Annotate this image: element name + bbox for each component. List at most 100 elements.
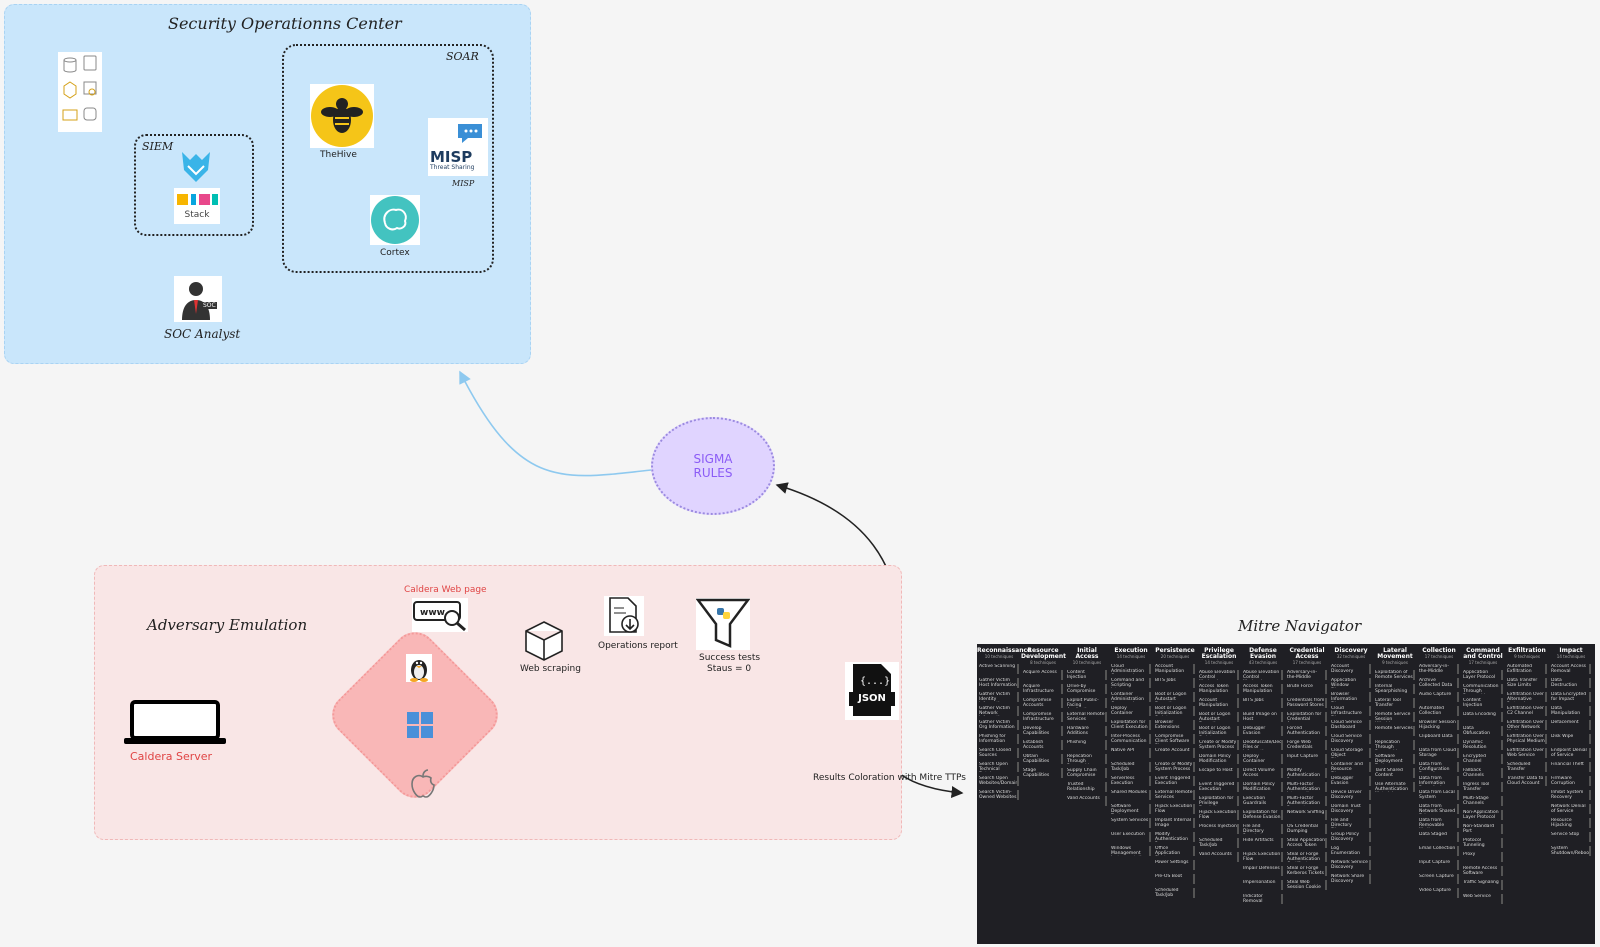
- mitre-technique-cell[interactable]: Obtain Capabilities: [1023, 754, 1063, 764]
- mitre-technique-cell[interactable]: Scheduled Task/Job: [1199, 838, 1239, 848]
- mitre-technique-cell[interactable]: Native API: [1111, 748, 1151, 758]
- mitre-technique-cell[interactable]: Valid Accounts: [1067, 796, 1107, 806]
- mitre-technique-cell[interactable]: BITS Jobs: [1243, 698, 1283, 708]
- mitre-technique-cell[interactable]: Acquire Access: [1023, 670, 1063, 680]
- mitre-technique-cell[interactable]: Create or Modify System Process: [1155, 762, 1195, 772]
- mitre-technique-cell[interactable]: Debugger Evasion: [1243, 726, 1283, 736]
- mitre-technique-cell[interactable]: Gather Victim Identity Information: [979, 692, 1019, 702]
- mitre-technique-cell[interactable]: Container Administration Command: [1111, 692, 1151, 702]
- mitre-technique-cell[interactable]: Direct Volume Access: [1243, 768, 1283, 778]
- mitre-technique-cell[interactable]: Develop Capabilities: [1023, 726, 1063, 736]
- mitre-technique-cell[interactable]: Data Encoding: [1463, 712, 1503, 722]
- mitre-technique-cell[interactable]: Inter-Process Communication: [1111, 734, 1151, 744]
- mitre-technique-cell[interactable]: Non-Standard Port: [1463, 824, 1503, 834]
- mitre-technique-cell[interactable]: Supply Chain Compromise: [1067, 768, 1107, 778]
- mitre-technique-cell[interactable]: Scheduled Task/Job: [1155, 888, 1195, 898]
- mitre-technique-cell[interactable]: Active Scanning: [979, 664, 1019, 674]
- mitre-technique-cell[interactable]: Impair Defenses: [1243, 866, 1283, 876]
- mitre-technique-cell[interactable]: Browser Session Hijacking: [1419, 720, 1459, 730]
- mitre-technique-cell[interactable]: Financial Theft: [1551, 762, 1591, 772]
- mitre-technique-cell[interactable]: Disk Wipe: [1551, 734, 1591, 744]
- mitre-technique-cell[interactable]: Create or Modify System Process: [1199, 740, 1239, 750]
- mitre-technique-cell[interactable]: Debugger Evasion: [1331, 776, 1371, 786]
- mitre-technique-cell[interactable]: Exfiltration Over Alternative Protocol: [1507, 692, 1547, 702]
- mitre-technique-cell[interactable]: Deobfuscate/Decode Files or Information: [1243, 740, 1283, 750]
- mitre-technique-cell[interactable]: Scheduled Task/Job: [1111, 762, 1151, 772]
- mitre-technique-cell[interactable]: Phishing for Information: [979, 734, 1019, 744]
- mitre-technique-cell[interactable]: Account Manipulation: [1155, 664, 1195, 674]
- mitre-technique-cell[interactable]: Steal or Forge Kerberos Tickets: [1287, 866, 1327, 876]
- mitre-technique-cell[interactable]: Log Enumeration: [1331, 846, 1371, 856]
- mitre-technique-cell[interactable]: Replication Through Removable Media: [1375, 740, 1415, 750]
- mitre-technique-cell[interactable]: Modify Authentication Process: [1287, 768, 1327, 778]
- mitre-technique-cell[interactable]: Scheduled Transfer: [1507, 762, 1547, 772]
- mitre-technique-cell[interactable]: OS Credential Dumping: [1287, 824, 1327, 834]
- mitre-technique-cell[interactable]: Modify Authentication Process: [1155, 832, 1195, 842]
- mitre-technique-cell[interactable]: Indicator Removal: [1243, 894, 1283, 904]
- mitre-technique-cell[interactable]: Exploitation of Remote Services: [1375, 670, 1415, 680]
- mitre-technique-cell[interactable]: Content Injection: [1067, 670, 1107, 680]
- mitre-technique-cell[interactable]: Office Application Startup: [1155, 846, 1195, 856]
- mitre-technique-cell[interactable]: Credentials from Password Stores: [1287, 698, 1327, 708]
- mitre-technique-cell[interactable]: External Remote Services: [1067, 712, 1107, 722]
- mitre-technique-cell[interactable]: Container and Resource Discovery: [1331, 762, 1371, 772]
- mitre-technique-cell[interactable]: Web Service: [1463, 894, 1503, 904]
- mitre-technique-cell[interactable]: Automated Collection: [1419, 706, 1459, 716]
- mitre-technique-cell[interactable]: Exploitation for Credential Access: [1287, 712, 1327, 722]
- mitre-technique-cell[interactable]: Abuse Elevation Control Mechanism: [1199, 670, 1239, 680]
- mitre-technique-cell[interactable]: Cloud Storage Object Discovery: [1331, 748, 1371, 758]
- mitre-technique-cell[interactable]: Hijack Execution Flow: [1199, 810, 1239, 820]
- mitre-technique-cell[interactable]: Forced Authentication: [1287, 726, 1327, 736]
- mitre-technique-cell[interactable]: Multi-Factor Authentication Interception: [1287, 782, 1327, 792]
- mitre-technique-cell[interactable]: System Services: [1111, 818, 1151, 828]
- mitre-technique-cell[interactable]: Power Settings: [1155, 860, 1195, 870]
- mitre-technique-cell[interactable]: Exfiltration Over Physical Medium: [1507, 734, 1547, 744]
- mitre-technique-cell[interactable]: Clipboard Data: [1419, 734, 1459, 744]
- mitre-technique-cell[interactable]: Steal Application Access Token: [1287, 838, 1327, 848]
- mitre-technique-cell[interactable]: Execution Guardrails: [1243, 796, 1283, 806]
- mitre-technique-cell[interactable]: User Execution: [1111, 832, 1151, 842]
- mitre-technique-cell[interactable]: Hijack Execution Flow: [1155, 804, 1195, 814]
- mitre-technique-cell[interactable]: System Shutdown/Reboot: [1551, 846, 1591, 856]
- mitre-technique-cell[interactable]: Replication Through Removable Media: [1067, 754, 1107, 764]
- mitre-technique-cell[interactable]: Cloud Service Discovery: [1331, 734, 1371, 744]
- mitre-technique-cell[interactable]: Endpoint Denial of Service: [1551, 748, 1591, 758]
- mitre-technique-cell[interactable]: Service Stop: [1551, 832, 1591, 842]
- mitre-technique-cell[interactable]: Deploy Container: [1243, 754, 1283, 764]
- mitre-technique-cell[interactable]: Archive Collected Data: [1419, 678, 1459, 688]
- mitre-technique-cell[interactable]: Ingress Tool Transfer: [1463, 782, 1503, 792]
- mitre-technique-cell[interactable]: Boot or Logon Initialization Scripts: [1199, 726, 1239, 736]
- mitre-technique-cell[interactable]: Communication Through Removable Media: [1463, 684, 1503, 694]
- mitre-technique-cell[interactable]: Steal Web Session Cookie: [1287, 880, 1327, 890]
- mitre-technique-cell[interactable]: Implant Internal Image: [1155, 818, 1195, 828]
- mitre-technique-cell[interactable]: Data from Cloud Storage: [1419, 748, 1459, 758]
- mitre-technique-cell[interactable]: Search Closed Sources: [979, 748, 1019, 758]
- mitre-technique-cell[interactable]: Account Access Removal: [1551, 664, 1591, 674]
- mitre-technique-cell[interactable]: Compromise Infrastructure: [1023, 712, 1063, 722]
- mitre-technique-cell[interactable]: Automated Exfiltration: [1507, 664, 1547, 674]
- mitre-technique-cell[interactable]: Internal Spearphishing: [1375, 684, 1415, 694]
- mitre-technique-cell[interactable]: Data from Network Shared Drive: [1419, 804, 1459, 814]
- mitre-technique-cell[interactable]: Data from Removable Media: [1419, 818, 1459, 828]
- mitre-technique-cell[interactable]: Cloud Infrastructure Discovery: [1331, 706, 1371, 716]
- mitre-technique-cell[interactable]: Network Sniffing: [1287, 810, 1327, 820]
- mitre-technique-cell[interactable]: Protocol Tunneling: [1463, 838, 1503, 848]
- mitre-technique-cell[interactable]: Software Deployment Tools: [1375, 754, 1415, 764]
- mitre-technique-cell[interactable]: Hide Artifacts: [1243, 838, 1283, 848]
- mitre-technique-cell[interactable]: Transfer Data to Cloud Account: [1507, 776, 1547, 786]
- mitre-technique-cell[interactable]: Input Capture: [1419, 860, 1459, 870]
- mitre-technique-cell[interactable]: Serverless Execution: [1111, 776, 1151, 786]
- mitre-technique-cell[interactable]: Process Injection: [1199, 824, 1239, 834]
- mitre-technique-cell[interactable]: Firmware Corruption: [1551, 776, 1591, 786]
- mitre-technique-cell[interactable]: Browser Information Discovery: [1331, 692, 1371, 702]
- mitre-technique-cell[interactable]: Application Layer Protocol: [1463, 670, 1503, 680]
- mitre-technique-cell[interactable]: Device Driver Discovery: [1331, 790, 1371, 800]
- mitre-technique-cell[interactable]: Data Manipulation: [1551, 706, 1591, 716]
- mitre-technique-cell[interactable]: Resource Hijacking: [1551, 818, 1591, 828]
- mitre-technique-cell[interactable]: Network Service Discovery: [1331, 860, 1371, 870]
- mitre-technique-cell[interactable]: Cloud Administration Command: [1111, 664, 1151, 674]
- mitre-technique-cell[interactable]: Multi-Factor Authentication Request Gene…: [1287, 796, 1327, 806]
- mitre-technique-cell[interactable]: Access Token Manipulation: [1243, 684, 1283, 694]
- mitre-technique-cell[interactable]: Trusted Relationship: [1067, 782, 1107, 792]
- mitre-technique-cell[interactable]: Software Deployment Tools: [1111, 804, 1151, 814]
